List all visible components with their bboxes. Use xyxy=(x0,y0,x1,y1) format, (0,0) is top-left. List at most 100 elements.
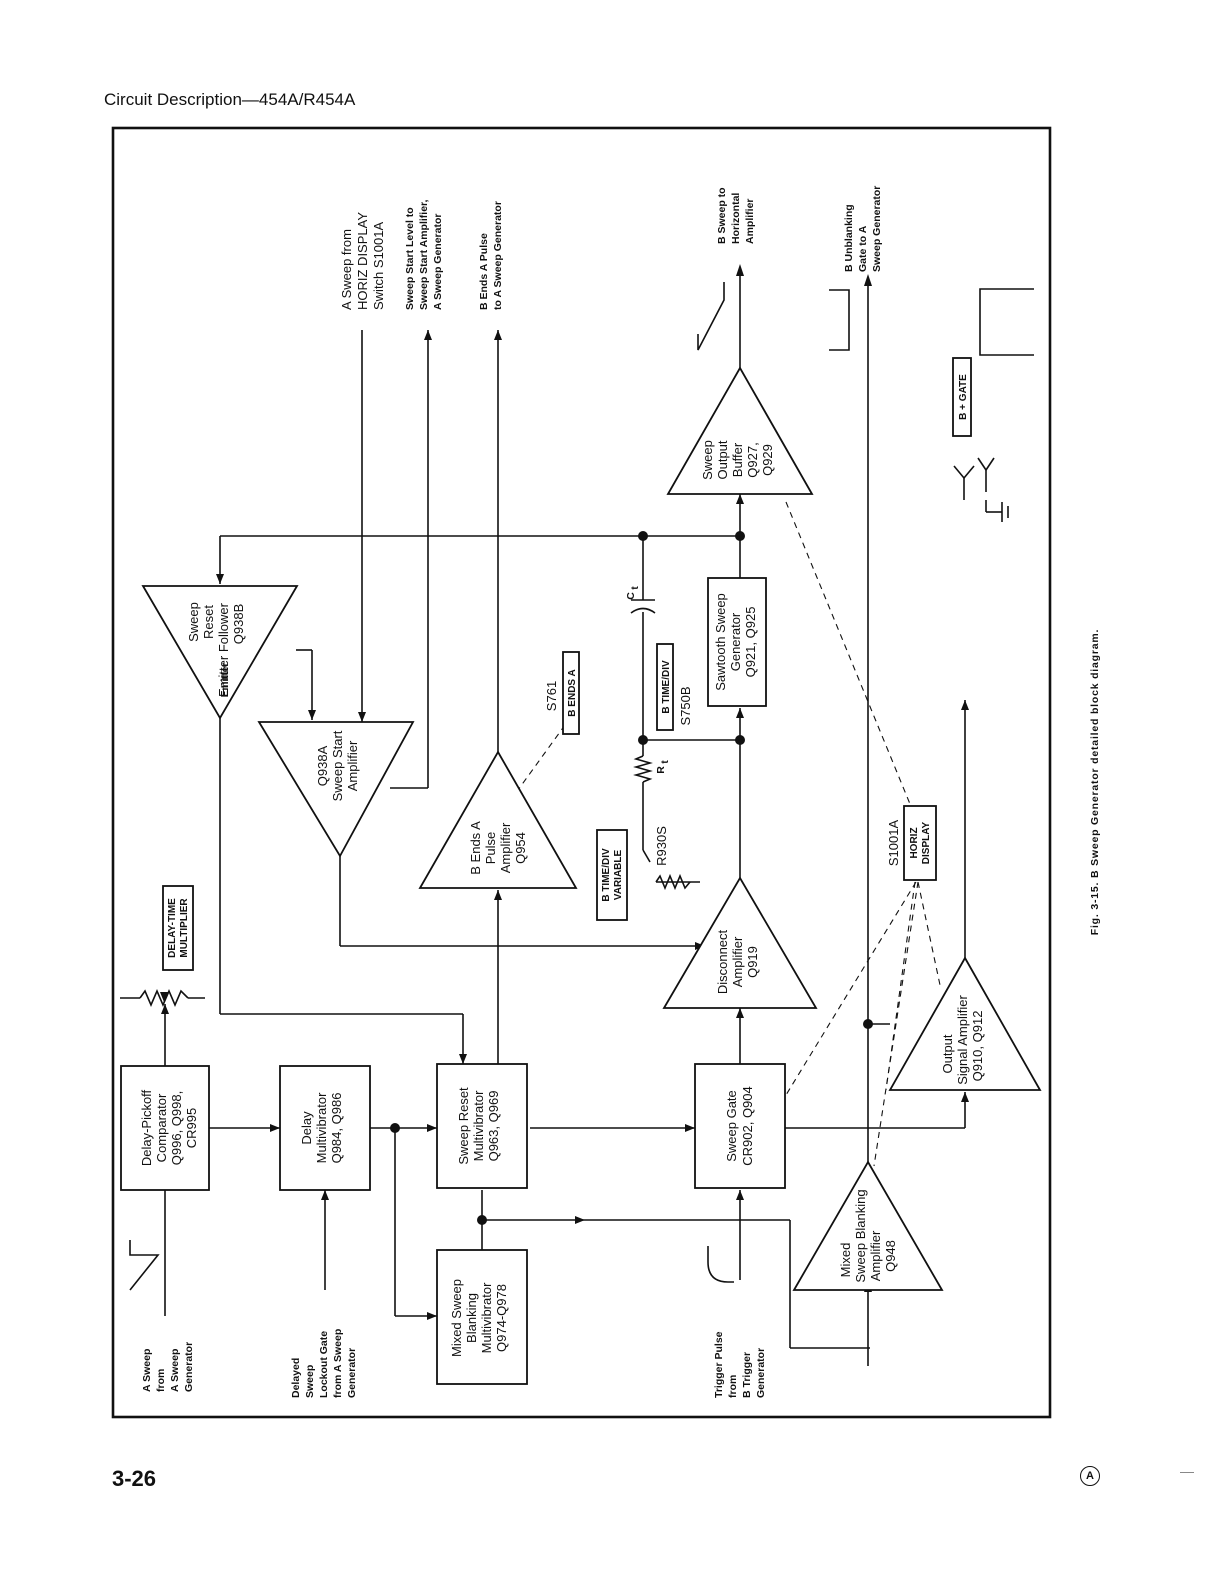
svg-text:Output: Output xyxy=(715,440,730,479)
block-sweep-reset-multivibrator: Sweep Reset Multivibrator Q963, Q969 xyxy=(436,1063,528,1189)
svg-text:Buffer: Buffer xyxy=(730,442,745,477)
svg-text:A Sweep from: A Sweep from xyxy=(339,229,354,310)
svg-text:Q929: Q929 xyxy=(760,444,775,476)
svg-text:from: from xyxy=(155,1369,167,1392)
output-b-ends-a-pulse: B Ends A Pulse to A Sweep Generator xyxy=(478,201,504,310)
svg-text:t: t xyxy=(630,586,641,590)
input-delayed-lockout-gate: Delayed Sweep Lockout Gate from A Sweep … xyxy=(290,1329,358,1398)
svg-text:Q974-Q978: Q974-Q978 xyxy=(494,1284,509,1352)
svg-text:B TIME/DIV: B TIME/DIV xyxy=(601,848,612,902)
timing-resistor: R t xyxy=(655,760,671,774)
waveforms xyxy=(129,282,1034,1291)
svg-text:R: R xyxy=(655,766,667,774)
control-b-time-div: B TIME/DIV S750B xyxy=(656,643,693,731)
svg-text:to A Sweep Generator: to A Sweep Generator xyxy=(492,201,504,310)
output-b-unblanking: B Unblanking Gate to A Sweep Generator xyxy=(843,186,883,272)
amp-disconnect: Disconnect Amplifier Q919 xyxy=(662,876,818,1009)
svg-text:Generator: Generator xyxy=(728,612,743,671)
amp-sweep-start: Q938A Sweep Start Amplifier xyxy=(257,721,415,858)
amp-b-ends-a-pulse: B Ends A Pulse Amplifier Q954 xyxy=(418,750,578,889)
svg-text:Delayed: Delayed xyxy=(290,1358,302,1398)
svg-text:Sweep Start: Sweep Start xyxy=(330,730,345,801)
svg-text:Sweep Blanking: Sweep Blanking xyxy=(853,1189,868,1282)
revision-mark: A xyxy=(1080,1466,1100,1486)
block-delay-multivibrator: Delay Multivibrator Q984, Q986 xyxy=(279,1065,371,1191)
svg-text:Pulse: Pulse xyxy=(483,832,498,865)
svg-text:Multivibrator: Multivibrator xyxy=(479,1282,494,1353)
svg-text:Q919: Q919 xyxy=(745,946,760,978)
svg-text:B ENDS A: B ENDS A xyxy=(567,669,578,716)
svg-text:Generator: Generator xyxy=(346,1348,358,1398)
svg-text:Q984, Q986: Q984, Q986 xyxy=(329,1093,344,1164)
svg-text:Amplifier: Amplifier xyxy=(744,198,756,244)
amp-sweep-reset-emitter-follower: Sweep Reset Emitter Follower Q938B Emitt… xyxy=(141,585,299,720)
svg-text:Sweep Start Level to: Sweep Start Level to xyxy=(404,207,416,310)
svg-text:Sweep Generator: Sweep Generator xyxy=(871,186,883,272)
svg-text:B Sweep to: B Sweep to xyxy=(716,187,728,244)
control-delay-time-multiplier: DELAY-TIME MULTIPLIER xyxy=(162,885,194,971)
junction-dots xyxy=(390,531,873,1225)
page-header: Circuit Description—454A/R454A xyxy=(104,90,356,109)
svg-text:Delay-Pickoff: Delay-Pickoff xyxy=(139,1089,154,1166)
svg-text:Q921, Q925: Q921, Q925 xyxy=(743,607,758,678)
svg-text:Horizontal: Horizontal xyxy=(730,193,742,244)
svg-text:B + GATE: B + GATE xyxy=(958,374,969,420)
svg-text:S750B: S750B xyxy=(678,686,693,725)
svg-text:Comparator: Comparator xyxy=(154,1093,169,1162)
input-trigger-pulse: Trigger Pulse from B Trigger Generator xyxy=(713,1331,767,1398)
svg-text:VARIABLE: VARIABLE xyxy=(613,849,624,900)
svg-text:HORIZ: HORIZ xyxy=(909,827,920,858)
svg-text:Multivibrator: Multivibrator xyxy=(314,1092,329,1163)
page-number: 3-26 xyxy=(112,1466,157,1491)
svg-text:Sweep Reset: Sweep Reset xyxy=(456,1087,471,1165)
svg-text:Generator: Generator xyxy=(183,1342,195,1392)
svg-text:Emitter Follower: Emitter Follower xyxy=(216,602,231,697)
figure-caption: Fig. 3-15. B Sweep Generator detailed bl… xyxy=(1089,629,1101,936)
input-a-sweep: A Sweep from A Sweep Generator xyxy=(141,1342,195,1392)
sweep-out-waveform xyxy=(697,282,725,351)
svg-text:A Sweep Generator: A Sweep Generator xyxy=(432,214,444,310)
gate-waveform xyxy=(979,288,1034,356)
svg-text:Multivibrator: Multivibrator xyxy=(471,1090,486,1161)
svg-text:Mixed Sweep: Mixed Sweep xyxy=(449,1279,464,1357)
svg-text:C: C xyxy=(625,592,637,600)
control-horiz-display: S1001A HORIZ DISPLAY xyxy=(886,805,937,881)
svg-text:Amplifier: Amplifier xyxy=(730,936,745,987)
svg-text:CR902, Q904: CR902, Q904 xyxy=(740,1086,755,1166)
control-b-ends-a: S761 B ENDS A xyxy=(544,651,580,735)
control-b-time-div-variable: R930S B TIME/DIV VARIABLE xyxy=(596,826,669,921)
svg-text:B Ends A: B Ends A xyxy=(468,821,483,875)
svg-text:Sawtooth Sweep: Sawtooth Sweep xyxy=(713,593,728,691)
svg-text:DELAY-TIME: DELAY-TIME xyxy=(167,898,178,958)
svg-text:Lockout Gate: Lockout Gate xyxy=(318,1331,330,1398)
svg-text:Output: Output xyxy=(940,1034,955,1073)
svg-text:Switch S1001A: Switch S1001A xyxy=(371,222,386,310)
block-sawtooth-sweep-generator: Sawtooth Sweep Generator Q921, Q925 xyxy=(707,577,767,707)
svg-text:A Sweep: A Sweep xyxy=(169,1349,181,1392)
svg-text:Disconnect: Disconnect xyxy=(715,929,730,994)
unblanking-waveform xyxy=(829,289,850,351)
svg-text:Q948: Q948 xyxy=(883,1240,898,1272)
svg-text:from: from xyxy=(727,1375,739,1398)
amp-mixed-sweep-blanking: Mixed Sweep Blanking Amplifier Q948 xyxy=(792,1160,944,1291)
svg-text:Q927,: Q927, xyxy=(745,442,760,477)
svg-text:Reset: Reset xyxy=(201,605,216,639)
svg-text:Trigger Pulse: Trigger Pulse xyxy=(713,1331,725,1398)
svg-text:Sweep Start Amplifier,: Sweep Start Amplifier, xyxy=(418,199,430,310)
svg-text:Q963, Q969: Q963, Q969 xyxy=(486,1091,501,1162)
svg-text:Signal Amplifier: Signal Amplifier xyxy=(955,995,970,1085)
svg-text:B TIME/DIV: B TIME/DIV xyxy=(661,660,672,714)
margin-dash xyxy=(1180,1472,1194,1473)
svg-text:Q954: Q954 xyxy=(513,832,528,864)
amp-output-signal: Output Signal Amplifier Q910, Q912 xyxy=(888,956,1042,1091)
block-delay-pickoff: Delay-Pickoff Comparator Q996, Q998, CR9… xyxy=(120,1065,210,1191)
block-sweep-gate: Sweep Gate CR902, Q904 xyxy=(694,1063,786,1189)
svg-text:Emitter: Emitter xyxy=(220,663,231,698)
svg-text:Amplifier: Amplifier xyxy=(498,822,513,873)
svg-text:Q938B: Q938B xyxy=(231,604,246,644)
output-sweep-start-level: Sweep Start Level to Sweep Start Amplifi… xyxy=(404,199,444,310)
svg-text:R930S: R930S xyxy=(654,826,669,866)
svg-text:MULTIPLIER: MULTIPLIER xyxy=(179,898,190,958)
input-a-sweep-from-horiz: A Sweep from HORIZ DISPLAY Switch S1001A xyxy=(339,212,386,310)
